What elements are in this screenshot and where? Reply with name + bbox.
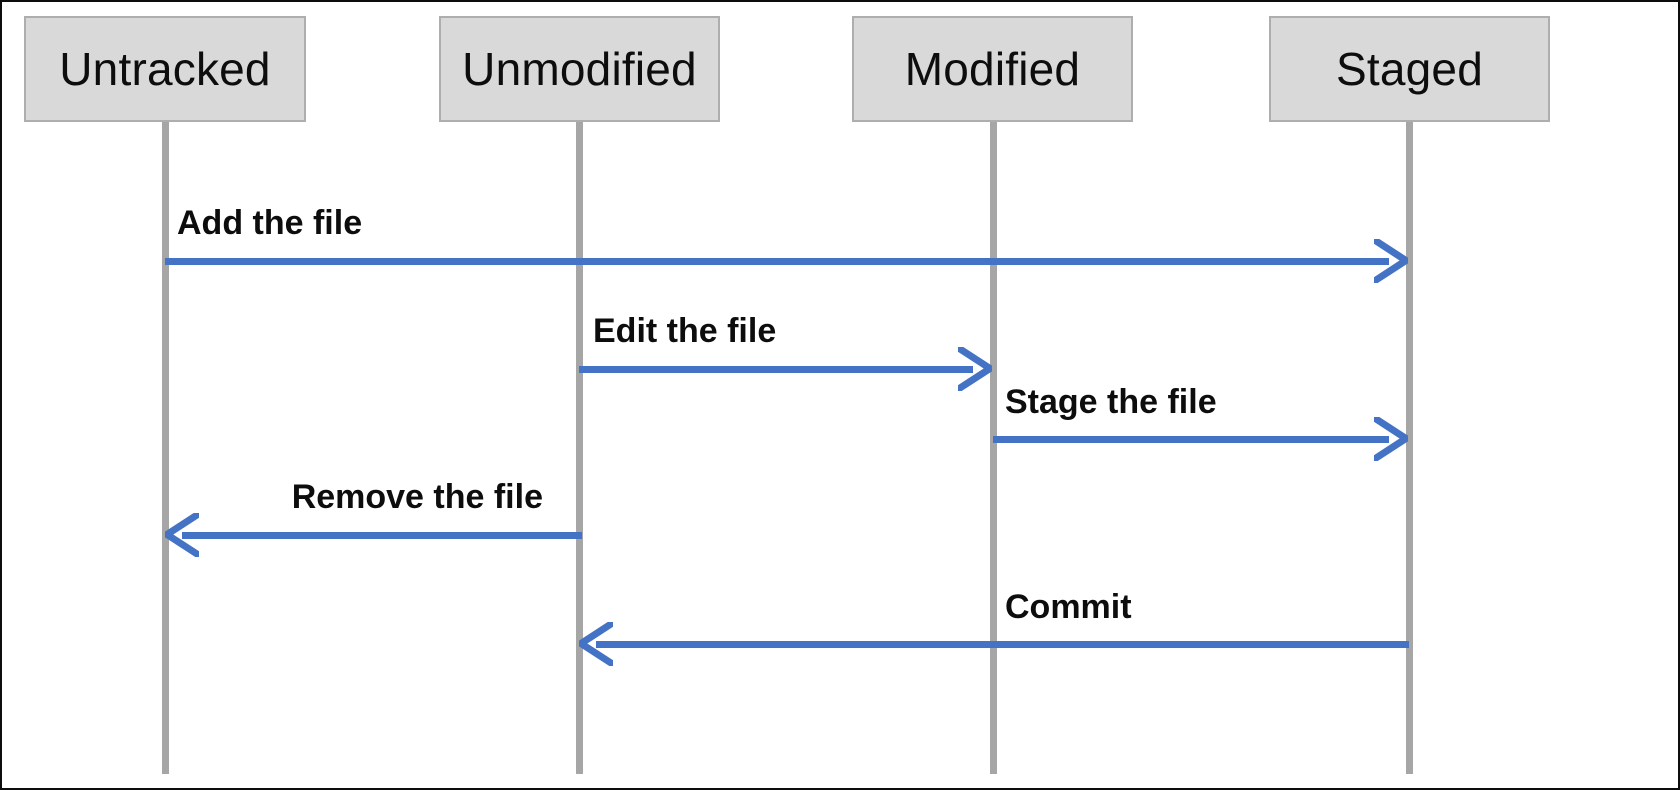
arrow-head-right-stage-the-file bbox=[1372, 415, 1413, 462]
message-label-edit-the-file: Edit the file bbox=[593, 312, 777, 350]
lifeline-modified bbox=[990, 122, 997, 774]
arrow-head-right-edit-the-file bbox=[956, 345, 997, 392]
lifeline-staged bbox=[1406, 122, 1413, 774]
participant-box-untracked[interactable]: Untracked bbox=[24, 16, 306, 122]
participant-label: Unmodified bbox=[462, 43, 697, 95]
participant-box-modified[interactable]: Modified bbox=[852, 16, 1133, 122]
message-label-add-the-file: Add the file bbox=[177, 204, 363, 242]
lifeline-untracked bbox=[162, 122, 169, 774]
message-line-commit[interactable] bbox=[596, 641, 1409, 648]
message-line-stage-the-file[interactable] bbox=[993, 436, 1389, 443]
participant-box-staged[interactable]: Staged bbox=[1269, 16, 1550, 122]
participant-label: Staged bbox=[1336, 43, 1483, 95]
arrow-head-left-commit bbox=[574, 620, 615, 667]
message-line-remove-the-file[interactable] bbox=[182, 532, 582, 539]
message-line-add-the-file[interactable] bbox=[165, 258, 1389, 265]
arrow-head-left-remove-the-file bbox=[160, 511, 201, 558]
arrow-head-right-add-the-file bbox=[1372, 237, 1413, 284]
participant-label: Modified bbox=[904, 43, 1081, 95]
message-label-commit: Commit bbox=[1005, 588, 1132, 626]
participant-box-unmodified[interactable]: Unmodified bbox=[439, 16, 720, 122]
message-line-edit-the-file[interactable] bbox=[579, 366, 973, 373]
message-label-stage-the-file: Stage the file bbox=[1005, 383, 1217, 421]
message-label-remove-the-file: Remove the file bbox=[291, 478, 543, 516]
lifeline-unmodified bbox=[576, 122, 583, 774]
participant-label: Untracked bbox=[59, 43, 271, 95]
